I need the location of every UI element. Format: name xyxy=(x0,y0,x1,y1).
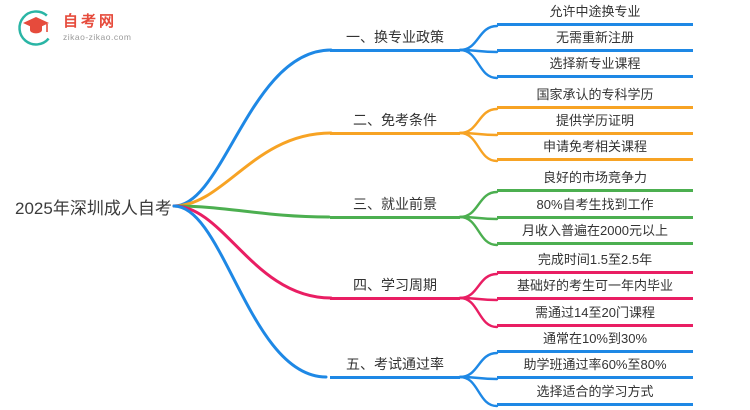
root-node: 2025年深圳成人自考 xyxy=(15,199,172,218)
logo-subtitle: zikao-zikao.com xyxy=(63,32,132,42)
edge-branch5-leaf3 xyxy=(458,375,499,408)
edge-branch4-leaf1 xyxy=(458,272,499,300)
branch-node-1: 一、换专业政策 xyxy=(330,29,460,52)
leaf-label: 基础好的考生可一年内毕业 xyxy=(516,278,673,293)
leaf-label: 通常在10%到30% xyxy=(542,331,648,346)
leaf-node: 基础好的考生可一年内毕业 xyxy=(497,278,693,300)
leaf-label: 选择新专业课程 xyxy=(549,56,641,71)
leaf-node: 80%自考生找到工作 xyxy=(497,197,693,219)
leaf-node: 选择新专业课程 xyxy=(497,56,693,78)
leaf-node: 月收入普遍在2000元以上 xyxy=(497,223,693,245)
leaf-label: 无需重新注册 xyxy=(555,30,634,45)
leaf-label: 80%自考生找到工作 xyxy=(536,197,654,212)
edge-branch2-leaf1 xyxy=(458,107,499,135)
edge-root-branch-1 xyxy=(172,48,333,208)
leaf-label: 助学班通过率60%至80% xyxy=(523,357,667,372)
edge-branch2-leaf2 xyxy=(458,131,499,137)
leaf-node: 国家承认的专科学历 xyxy=(497,87,693,109)
leaf-label: 申请免考相关课程 xyxy=(542,139,647,154)
leaf-label: 允许中途换专业 xyxy=(549,4,641,19)
leaf-label: 完成时间1.5至2.5年 xyxy=(537,252,653,267)
branch-label: 五、考试通过率 xyxy=(346,356,444,372)
leaf-label: 选择适合的学习方式 xyxy=(536,384,654,399)
branch-node-5: 五、考试通过率 xyxy=(330,356,460,379)
edge-branch1-leaf2 xyxy=(458,48,499,54)
leaf-node: 助学班通过率60%至80% xyxy=(497,357,693,379)
edge-root-branch-5 xyxy=(172,204,328,379)
edge-branch5-leaf2 xyxy=(458,375,499,381)
branch-label: 二、免考条件 xyxy=(353,112,437,128)
edge-branch1-leaf1 xyxy=(458,24,499,52)
branch-label: 四、学习周期 xyxy=(353,277,437,293)
zikao-logo-icon xyxy=(18,10,54,46)
leaf-label: 国家承认的专科学历 xyxy=(536,87,654,102)
leaf-node: 允许中途换专业 xyxy=(497,4,693,26)
leaf-node: 良好的市场竞争力 xyxy=(497,170,693,192)
edge-branch5-leaf1 xyxy=(458,351,499,379)
edge-branch4-leaf3 xyxy=(458,296,499,329)
edge-branch3-leaf3 xyxy=(458,215,499,247)
logo-text: 自考网 zikao-zikao.com xyxy=(63,13,131,43)
leaf-label: 月收入普遍在2000元以上 xyxy=(522,223,668,238)
edge-branch2-leaf3 xyxy=(458,131,499,163)
leaf-node: 需通过14至20门课程 xyxy=(497,305,693,327)
leaf-node: 选择适合的学习方式 xyxy=(497,384,693,406)
branch-label: 三、就业前景 xyxy=(353,196,437,212)
leaf-node: 提供学历证明 xyxy=(497,113,693,135)
branch-node-2: 二、免考条件 xyxy=(330,112,460,135)
edge-branch4-leaf2 xyxy=(458,296,499,302)
leaf-label: 良好的市场竞争力 xyxy=(542,170,647,185)
edge-root-branch-3 xyxy=(172,204,331,219)
edge-root-branch-4 xyxy=(172,204,333,300)
leaf-label: 提供学历证明 xyxy=(555,113,634,128)
edge-branch1-leaf3 xyxy=(458,48,499,80)
leaf-node: 完成时间1.5至2.5年 xyxy=(497,252,693,274)
leaf-label: 需通过14至20门课程 xyxy=(535,305,655,320)
edge-branch3-leaf2 xyxy=(458,215,499,221)
leaf-node: 申请免考相关课程 xyxy=(497,139,693,161)
edge-root-branch-2 xyxy=(172,131,333,208)
logo-title: 自考网 xyxy=(63,13,118,30)
site-logo: 自考网 zikao-zikao.com xyxy=(16,8,131,48)
edge-branch3-leaf1 xyxy=(458,190,499,219)
branch-label: 一、换专业政策 xyxy=(346,29,444,45)
leaf-node: 无需重新注册 xyxy=(497,30,693,52)
branch-node-3: 三、就业前景 xyxy=(330,196,460,219)
branch-node-4: 四、学习周期 xyxy=(330,277,460,300)
leaf-node: 通常在10%到30% xyxy=(497,331,693,353)
